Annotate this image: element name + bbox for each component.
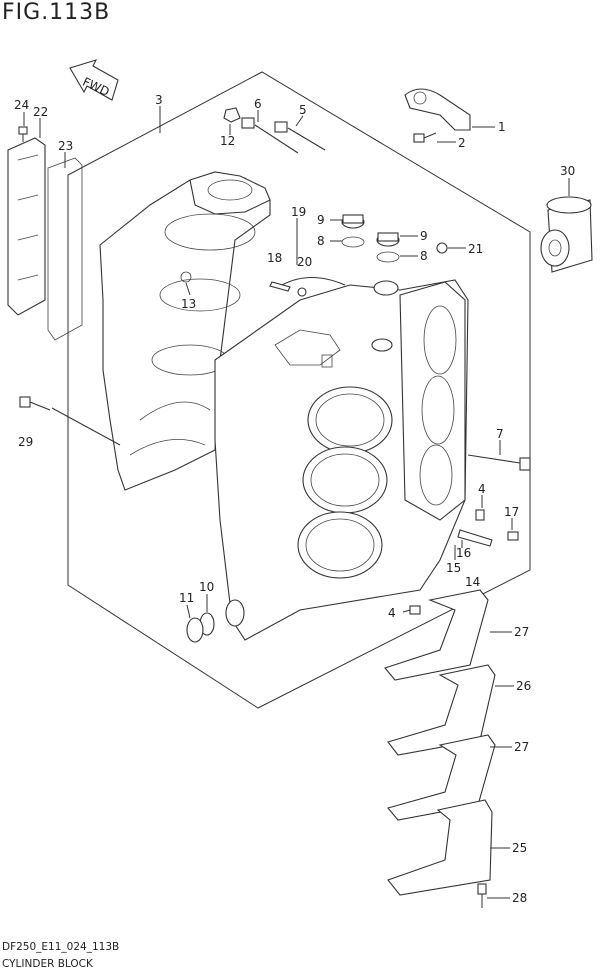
callout-20: 20	[297, 255, 312, 269]
callout-7: 7	[496, 427, 504, 441]
callout-4-upper: 4	[478, 482, 486, 496]
assembly-frame	[67, 71, 531, 709]
part-21-plug	[436, 242, 448, 254]
part-30-oil-filter	[540, 196, 593, 273]
callout-6: 6	[254, 97, 262, 111]
callout-30: 30	[560, 164, 575, 178]
callout-23: 23	[58, 139, 73, 153]
part-7-bolt	[467, 454, 531, 471]
figure-code: DF250_E11_024_113B	[2, 941, 120, 953]
callout-1: 1	[498, 120, 506, 134]
part-15-16-fitting	[457, 529, 493, 547]
part-29-bolt	[19, 396, 51, 411]
callout-27-lower: 27	[514, 740, 529, 754]
callout-29: 29	[18, 435, 33, 449]
part-11-plug	[186, 617, 204, 643]
part-27-gasket-upper	[384, 589, 489, 681]
part-8-seal-right	[376, 251, 400, 263]
part-5-bolt	[274, 121, 326, 151]
part-9-plug-left	[341, 214, 365, 229]
callout-14: 14	[465, 575, 480, 589]
part-2-bolt	[413, 132, 437, 143]
callout-9-left: 9	[317, 213, 325, 227]
part-26-plate	[387, 664, 496, 756]
part-20-clip	[297, 287, 307, 297]
cylinder-block	[99, 171, 469, 641]
callout-3: 3	[155, 93, 163, 107]
callout-2: 2	[458, 136, 466, 150]
part-22-side-cover	[7, 137, 46, 316]
part-4-plug-lower	[409, 605, 421, 615]
part-17-plug	[507, 531, 519, 541]
part-18-screw	[269, 281, 291, 292]
part-25-plate	[387, 799, 493, 896]
part-27-gasket-lower	[387, 734, 496, 821]
callout-5: 5	[299, 103, 307, 117]
callout-17: 17	[504, 505, 519, 519]
callout-13: 13	[181, 297, 196, 311]
callout-18: 18	[267, 251, 282, 265]
callout-11: 11	[179, 591, 194, 605]
callout-22: 22	[33, 105, 48, 119]
part-4-plug-upper	[475, 509, 485, 521]
callout-4-lower: 4	[388, 606, 396, 620]
callout-9-right: 9	[420, 229, 428, 243]
callout-25: 25	[512, 841, 527, 855]
figure-title: FIG.113B	[2, 0, 111, 25]
part-8-seal-left	[341, 236, 365, 248]
leader-lines	[23, 106, 570, 899]
callout-24: 24	[14, 98, 29, 112]
callout-8-left: 8	[317, 234, 325, 248]
callout-19: 19	[291, 205, 306, 219]
part-24-bolt	[18, 126, 28, 142]
fwd-arrow-icon: FWD	[69, 59, 119, 101]
figure-name: CYLINDER BLOCK	[2, 958, 93, 970]
callout-10: 10	[199, 580, 214, 594]
callout-16: 16	[456, 546, 471, 560]
callout-15: 15	[446, 561, 461, 575]
callout-12: 12	[220, 134, 235, 148]
callout-28: 28	[512, 891, 527, 905]
part-6-bolt	[241, 117, 299, 154]
callout-21: 21	[468, 242, 483, 256]
part-1-bracket	[404, 88, 471, 131]
part-9-plug-right	[376, 232, 400, 247]
callout-26: 26	[516, 679, 531, 693]
callout-27-upper: 27	[514, 625, 529, 639]
part-23-gasket	[47, 157, 83, 341]
callout-labels: 1 2 3 4 4 5 6 7 8 8 9 9 10 11 12 13 14 1…	[14, 93, 575, 905]
callout-8-right: 8	[420, 249, 428, 263]
part-12-nut	[223, 107, 241, 123]
part-28-bolt	[477, 883, 487, 908]
